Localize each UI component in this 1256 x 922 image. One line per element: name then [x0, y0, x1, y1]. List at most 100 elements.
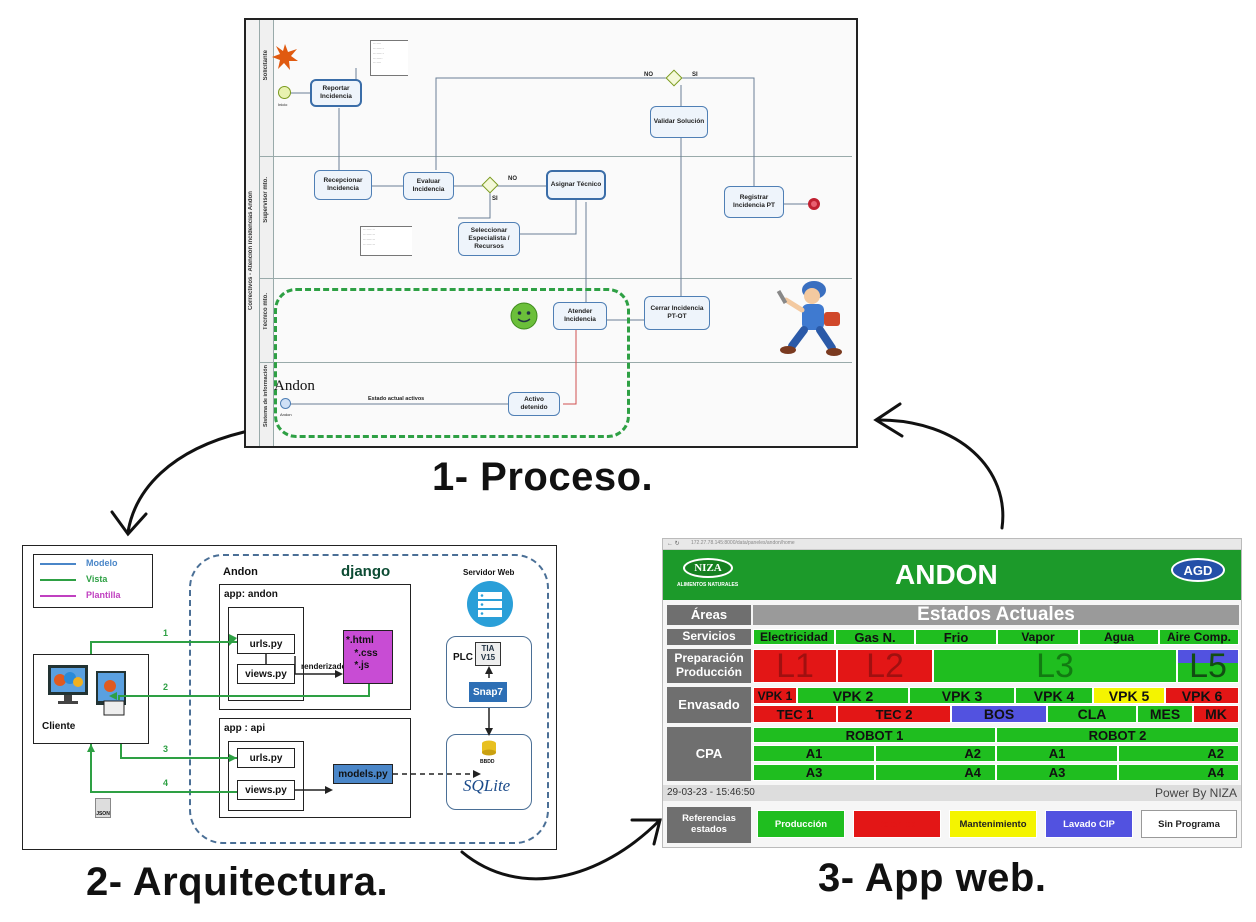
- task-asignar-tecnico: Asignar Técnico: [546, 170, 606, 200]
- mk[interactable]: MK: [1193, 705, 1239, 723]
- timestamp: 29-03-23 - 15:46:50: [667, 787, 755, 798]
- file-models: models.py: [333, 764, 393, 784]
- lane-header: [260, 20, 274, 156]
- browser-nav-icons[interactable]: ← ↻: [667, 541, 680, 547]
- lane-header: [260, 157, 274, 278]
- envasado-header: Envasado: [667, 687, 751, 723]
- niza-subtitle: ALIMENTOS NATURALES: [677, 582, 739, 588]
- file-urls-andon: urls.py: [237, 634, 295, 654]
- vpk-6[interactable]: VPK 6: [1165, 687, 1239, 704]
- tec-2[interactable]: TEC 2: [837, 705, 951, 723]
- line-l2[interactable]: L2: [837, 649, 933, 683]
- lane-header: [260, 279, 274, 362]
- lane-supervisor: Supervisor mto.: [260, 156, 852, 278]
- cliente-label: Cliente: [42, 721, 76, 732]
- json-icon: JSON: [95, 798, 111, 818]
- robot1-a2[interactable]: A2: [875, 745, 996, 762]
- django-logo: django: [341, 563, 391, 580]
- renderizado-label: renderizado: [301, 662, 347, 671]
- step-2: 2: [163, 682, 169, 692]
- file-urls-api: urls.py: [237, 748, 295, 768]
- task-validar-solucion: Validar Solución: [650, 106, 708, 138]
- task-reportar-incidencia: Reportar Incidencia: [310, 79, 362, 107]
- robot2-a2[interactable]: A2: [1118, 745, 1239, 762]
- architecture-diagram: Modelo Vista Plantilla Andon django Serv…: [22, 545, 557, 850]
- robot2-a3[interactable]: A3: [996, 764, 1118, 781]
- vpk-5[interactable]: VPK 5: [1093, 687, 1165, 704]
- flow-connectors: [288, 68, 808, 405]
- server-boundary: [189, 554, 549, 844]
- robot-2[interactable]: ROBOT 2: [996, 727, 1239, 743]
- cliente-box: Cliente: [33, 654, 149, 744]
- smiley-icon: [510, 302, 538, 330]
- app-andon-label: app: andon: [224, 589, 278, 600]
- bos[interactable]: BOS: [951, 705, 1047, 723]
- robot1-a4[interactable]: A4: [875, 764, 996, 781]
- devices-icon: [48, 665, 126, 716]
- task-activo-detenido: Activo detenido: [508, 392, 560, 416]
- app-header: NIZA ALIMENTOS NATURALES ANDON AGD: [663, 550, 1241, 600]
- gateway-validar-si: SI: [692, 72, 698, 78]
- preparacion-header: Preparación Producción: [667, 649, 751, 683]
- servicio-vapor[interactable]: Vapor: [997, 629, 1079, 645]
- plc-label: PLC: [453, 652, 473, 663]
- vpk-4[interactable]: VPK 4: [1015, 687, 1093, 704]
- servicio-aire[interactable]: Aire Comp.: [1159, 629, 1239, 645]
- title-appweb: 3- App web.: [818, 856, 1047, 900]
- lane-tecnico: Técnico mto.: [260, 278, 852, 362]
- estado-actual-label: Estado actual activos: [368, 396, 425, 402]
- lane-sistema: Sistema de información: [260, 362, 852, 446]
- robot1-a1[interactable]: A1: [753, 745, 875, 762]
- robot2-a4[interactable]: A4: [1118, 764, 1239, 781]
- servicios-header: Servicios: [667, 629, 751, 645]
- vpk-1[interactable]: VPK 1: [753, 687, 797, 704]
- gateway-no-label: NO: [508, 176, 517, 182]
- task-evaluar-incidencia: Evaluar Incidencia: [403, 172, 454, 200]
- vpk-2[interactable]: VPK 2: [797, 687, 909, 704]
- url-bar[interactable]: 172.27.78.145:8000/data/paneles/andon/ho…: [691, 540, 795, 546]
- lane-header: [260, 363, 274, 446]
- task-registrar-incidencia: Registrar Incidencia PT: [724, 186, 784, 218]
- andon-scope-group: [274, 288, 630, 438]
- servicio-frio[interactable]: Frio: [915, 629, 997, 645]
- referencias-header: Referencias estados: [667, 807, 751, 843]
- servicio-electricidad[interactable]: Electricidad: [753, 629, 835, 645]
- legend-sin-programa: Sin Programa: [1141, 810, 1237, 838]
- start-event: [278, 86, 291, 99]
- browser-bar: ← ↻ 172.27.78.145:8000/data/paneles/ando…: [663, 539, 1241, 550]
- line-l3[interactable]: L3: [933, 649, 1177, 683]
- title-proceso: 1- Proceso.: [432, 455, 654, 499]
- task-atender-incidencia: Atender Incidencia: [553, 302, 607, 330]
- preparacion-label: Preparación: [674, 651, 744, 666]
- gateway-validar-no: NO: [644, 72, 653, 78]
- gateway-si-label: SI: [492, 196, 498, 202]
- robot2-a1[interactable]: A1: [996, 745, 1118, 762]
- mechanic-illustration: [776, 281, 842, 356]
- note-solicitante: ········································: [370, 40, 408, 76]
- robot1-a3[interactable]: A3: [753, 764, 875, 781]
- server-icon: [467, 581, 513, 627]
- mes[interactable]: MES: [1137, 705, 1193, 723]
- cla[interactable]: CLA: [1047, 705, 1137, 723]
- lane-solicitante: Solicitante: [260, 20, 852, 156]
- legend-line-modelo: [40, 563, 76, 565]
- message-start-event: [280, 398, 291, 409]
- servicio-gas[interactable]: Gas N.: [835, 629, 915, 645]
- step-4: 4: [163, 778, 169, 788]
- areas-header: Áreas: [667, 605, 751, 625]
- robot-1[interactable]: ROBOT 1: [753, 727, 996, 743]
- vpk-3[interactable]: VPK 3: [909, 687, 1015, 704]
- note-supervisor: ········································: [360, 226, 412, 256]
- line-l1[interactable]: L1: [753, 649, 837, 683]
- bbdd-label: BBDD: [480, 759, 495, 765]
- legend-detenido: Detenido: [853, 810, 941, 838]
- bpmn-process-diagram: Correctivos - Atención incidencias Andon…: [244, 18, 858, 448]
- power-by: Power By NIZA: [1154, 786, 1237, 800]
- tec-1[interactable]: TEC 1: [753, 705, 837, 723]
- line-l5[interactable]: L5: [1177, 649, 1239, 683]
- servicio-agua[interactable]: Agua: [1079, 629, 1159, 645]
- cpa-header: CPA: [667, 727, 751, 781]
- legend-vista: Vista: [86, 574, 108, 584]
- estados-header: Estados Actuales: [753, 604, 1239, 625]
